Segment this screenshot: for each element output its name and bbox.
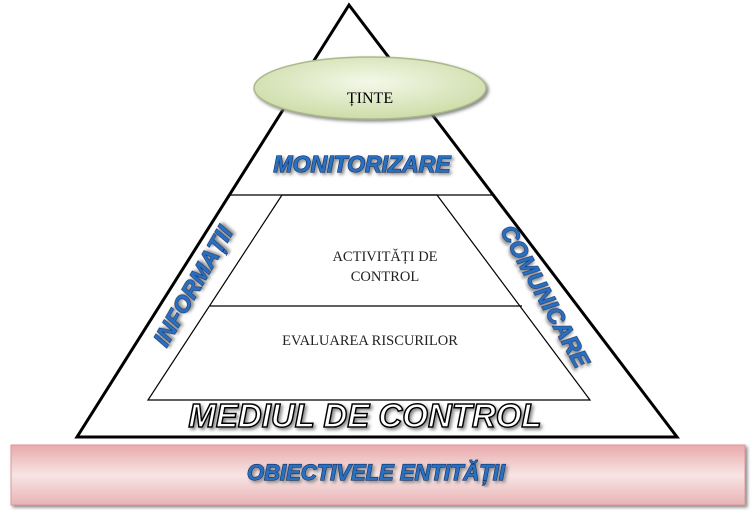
targets-ellipse xyxy=(253,56,487,120)
control-environment-label: MEDIUL DE CONTROL xyxy=(188,397,541,434)
entity-objectives-label: OBIECTIVELE ENTITĂȚII xyxy=(247,460,506,485)
monitoring-label: MONITORIZARE xyxy=(273,151,451,177)
pyramid-outline xyxy=(74,2,681,439)
control-activities-line1: ACTIVITĂȚI DE xyxy=(332,248,437,265)
control-activities-line2: CONTROL xyxy=(351,269,419,285)
entity-objectives-bar xyxy=(10,444,746,506)
targets-label: ȚINTE xyxy=(347,90,393,107)
inner-trapezoid xyxy=(146,194,592,401)
risk-assessment-label: EVALUAREA RISCURILOR xyxy=(282,333,458,349)
